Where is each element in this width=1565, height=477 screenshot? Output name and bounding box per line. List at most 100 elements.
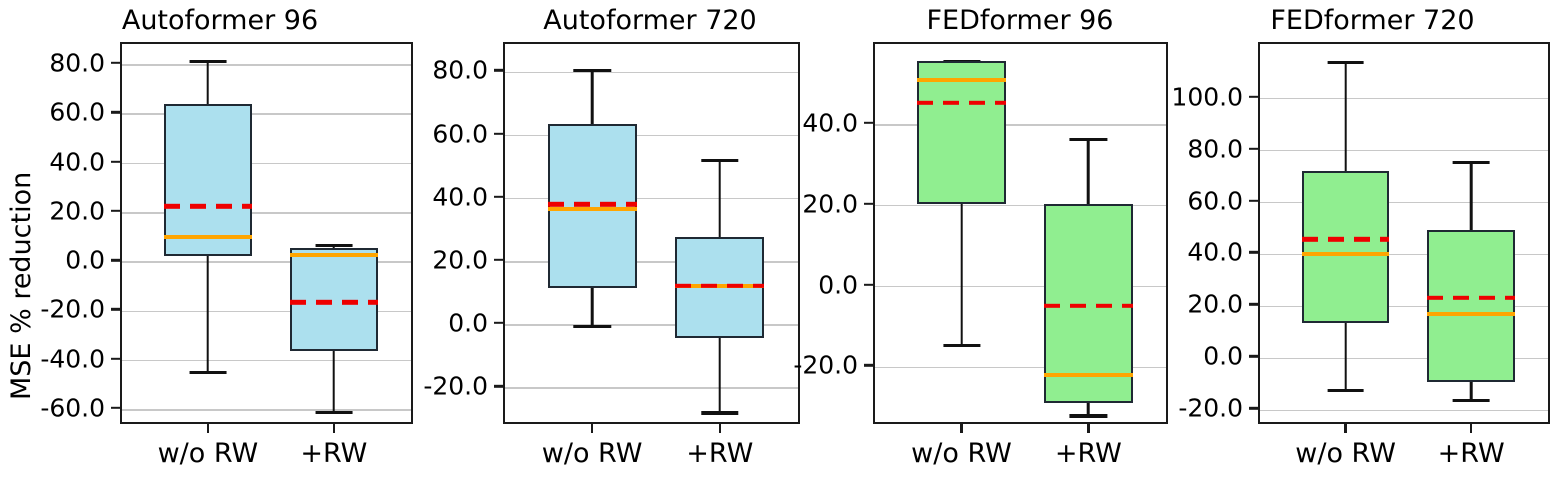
y-tick-label: 80.0 xyxy=(432,55,488,85)
mean-line xyxy=(547,202,637,207)
median-line xyxy=(547,206,637,211)
gridline xyxy=(505,71,798,74)
whisker-upper xyxy=(590,70,594,125)
y-tick-label: 40.0 xyxy=(1187,237,1243,267)
y-tick-mark xyxy=(494,384,503,388)
whisker-cap-upper xyxy=(315,243,353,247)
y-axis-label: MSE % reduction xyxy=(6,171,37,400)
x-tick-mark xyxy=(1344,424,1347,433)
whisker-lower xyxy=(1469,382,1473,401)
whisker-upper xyxy=(206,61,210,105)
panel-title: FEDformer 720 xyxy=(1270,5,1475,36)
y-tick-mark xyxy=(864,121,873,125)
y-tick-label: 40.0 xyxy=(49,147,105,177)
y-tick-label: -20.0 xyxy=(793,350,858,380)
gridline xyxy=(1260,409,1548,412)
mean-line xyxy=(289,300,378,305)
x-tick-label: +RW xyxy=(300,438,368,469)
y-tick-mark xyxy=(1249,95,1258,98)
gridline xyxy=(122,212,411,214)
y-tick-label: -60.0 xyxy=(40,393,105,423)
gridline xyxy=(1260,97,1548,100)
whisker-cap-lower xyxy=(315,410,353,414)
y-tick-label: -20.0 xyxy=(423,371,488,401)
y-tick-label: 80.0 xyxy=(49,48,105,78)
x-tick-mark xyxy=(1087,424,1090,433)
whisker-cap-upper xyxy=(573,68,611,72)
x-tick-label: w/o RW xyxy=(911,438,1012,469)
x-tick-label: +RW xyxy=(686,438,754,469)
whisker-cap-upper xyxy=(1327,61,1364,65)
whisker-cap-lower xyxy=(189,370,227,374)
x-tick-mark xyxy=(206,424,210,433)
x-tick-mark xyxy=(1469,424,1473,433)
x-tick-label: +RW xyxy=(1054,438,1122,469)
gridline xyxy=(1260,149,1548,152)
y-tick-mark xyxy=(1249,199,1258,202)
gridline xyxy=(122,359,411,362)
panel-title: Autoformer 720 xyxy=(543,5,757,36)
whisker-lower xyxy=(1087,402,1090,416)
y-tick-label: 40.0 xyxy=(802,108,858,138)
y-tick-mark xyxy=(494,195,503,198)
gridline xyxy=(122,409,411,411)
y-tick-label: -20.0 xyxy=(1178,393,1243,423)
median-line xyxy=(1044,373,1133,378)
y-tick-mark xyxy=(111,160,120,163)
y-tick-mark xyxy=(494,132,503,135)
gridline xyxy=(875,285,1166,288)
y-tick-label: -40.0 xyxy=(40,344,105,374)
whisker-cap-upper xyxy=(1069,138,1107,142)
gridline xyxy=(505,324,798,326)
y-tick-mark xyxy=(864,364,873,367)
whisker-cap-lower xyxy=(1327,388,1364,392)
mean-line xyxy=(1044,303,1133,309)
whisker-upper xyxy=(1344,62,1347,171)
whisker-cap-upper xyxy=(1452,161,1490,165)
y-tick-mark xyxy=(111,111,120,114)
y-tick-mark xyxy=(494,258,503,262)
whisker-lower xyxy=(590,288,594,327)
y-tick-mark xyxy=(111,209,120,213)
median-line xyxy=(289,253,378,258)
y-tick-label: 0.0 xyxy=(448,308,488,338)
y-tick-label: 80.0 xyxy=(1187,134,1243,164)
gridline xyxy=(1260,357,1548,360)
gridline xyxy=(122,310,411,313)
gridline xyxy=(505,261,798,263)
y-tick-label: 20.0 xyxy=(432,245,488,275)
y-tick-label: 60.0 xyxy=(432,119,488,149)
x-tick-mark xyxy=(718,424,721,433)
y-tick-mark xyxy=(1249,147,1258,150)
whisker-upper xyxy=(1087,139,1090,204)
y-tick-mark xyxy=(1249,251,1258,254)
median-line xyxy=(1427,311,1515,316)
x-tick-mark xyxy=(332,424,336,433)
median-line xyxy=(917,78,1006,83)
y-tick-mark xyxy=(494,69,503,72)
gridline xyxy=(875,366,1166,369)
y-tick-label: 20.0 xyxy=(1187,289,1243,319)
whisker-cap-lower xyxy=(1069,414,1107,418)
whisker-cap-lower xyxy=(701,411,739,415)
whisker-upper xyxy=(1469,162,1473,231)
gridline xyxy=(505,197,798,200)
y-tick-mark xyxy=(111,406,120,410)
panel-title: FEDformer 96 xyxy=(926,5,1114,36)
box-2 xyxy=(289,248,378,352)
x-tick-label: w/o RW xyxy=(541,438,643,469)
y-tick-mark xyxy=(111,258,120,262)
y-tick-label: 100.0 xyxy=(1171,82,1243,112)
median-line xyxy=(1301,251,1390,256)
x-tick-label: w/o RW xyxy=(1295,438,1396,469)
y-tick-label: -20.0 xyxy=(40,294,105,324)
gridline xyxy=(122,113,411,116)
y-tick-label: 40.0 xyxy=(432,182,488,212)
y-tick-label: 60.0 xyxy=(1187,186,1243,216)
whisker-lower xyxy=(332,351,336,413)
gridline xyxy=(505,134,798,137)
